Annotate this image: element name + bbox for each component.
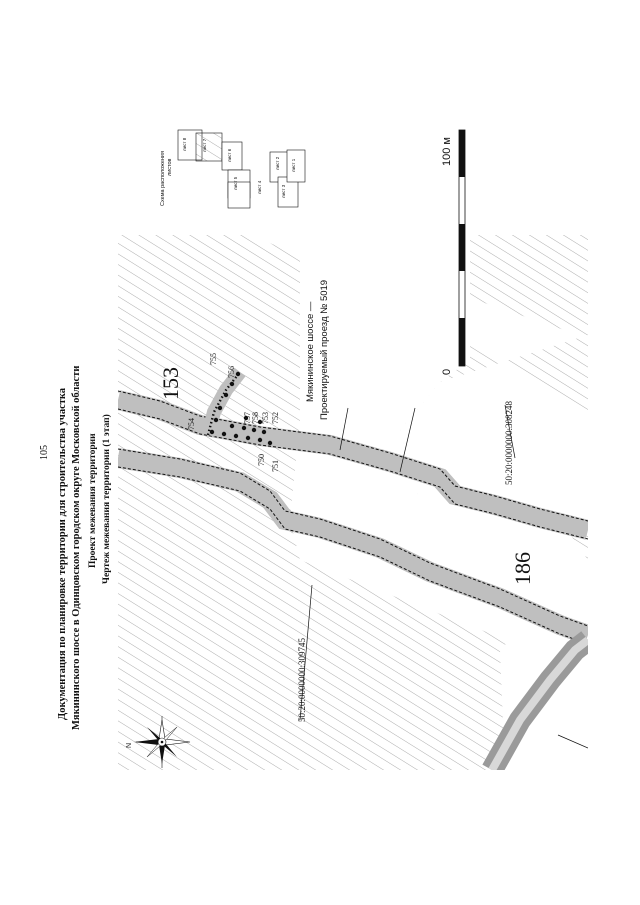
leader-line-road-2	[399, 407, 416, 473]
sheet-label-5: лист 5	[233, 176, 238, 190]
compass-north-label: N	[126, 742, 133, 748]
point-label-753: 753	[261, 412, 270, 424]
page-number: 105	[39, 445, 50, 460]
sheet-scheme-title-2: листов	[167, 158, 173, 176]
sheet-label-4: лист 4	[257, 180, 262, 194]
sheet-scheme	[177, 129, 306, 209]
sheet-label-3: лист 3	[281, 184, 286, 198]
sheet-label-7: лист 7	[202, 138, 207, 152]
sheet-label-6: лист 6	[227, 148, 232, 162]
plot-label-186: 186	[510, 552, 535, 585]
road-label-line-2: Проектируемый проезд № 5019	[319, 279, 330, 420]
sheet-scheme-title-1: Схема расположения	[160, 151, 166, 206]
point-label-751: 751	[271, 460, 280, 472]
compass-rose-icon	[134, 716, 191, 768]
doc-title-line-4: Чертеж межевания территории (1 этап)	[102, 414, 112, 584]
point-label-755: 755	[209, 353, 218, 365]
cadastral-308248: 50:20:0000000:308248	[504, 400, 514, 485]
scale-zero-label: 0	[441, 368, 453, 375]
point-label-750: 750	[257, 454, 266, 466]
sheet-label-1: лист 1	[291, 158, 296, 172]
scale-bar	[458, 129, 466, 367]
point-label-756: 756	[227, 366, 236, 378]
doc-title-line-3: Проект межевания территории	[88, 433, 98, 568]
point-label-758: 758	[251, 412, 260, 424]
leader-line-309745	[299, 584, 313, 721]
upper-road-corridor	[118, 390, 588, 540]
road-label-line-1: Мякининское шоссе —	[305, 301, 316, 402]
cadastral-309745: 50:20:0000000:309745	[297, 637, 307, 722]
leader-line-road	[339, 407, 349, 451]
branch-road-corridor	[201, 367, 246, 437]
doc-title-line-1: Документация по планировке территории дл…	[57, 387, 68, 720]
point-label-754: 754	[187, 418, 196, 430]
plot-label-153: 153	[158, 367, 183, 400]
lower-road-corridor	[118, 448, 588, 645]
parcel-points	[209, 371, 273, 446]
doc-title-line-2: Мякининского шоссе в Одинцовском городск…	[71, 365, 82, 730]
point-label-752: 752	[271, 412, 280, 424]
scale-max-label: 100 м	[441, 137, 453, 166]
leader-line-308248	[504, 404, 516, 459]
sheet-label-2: лист 2	[275, 156, 280, 170]
sheet-label-8: лист 8	[182, 137, 187, 151]
